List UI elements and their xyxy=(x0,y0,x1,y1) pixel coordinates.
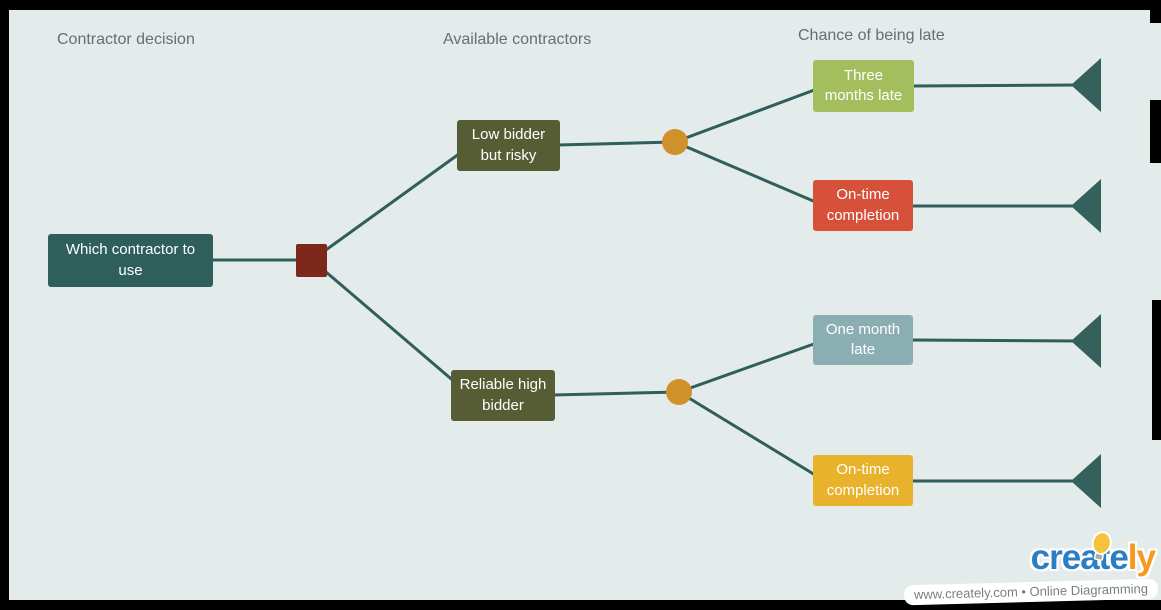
node-three-months-late: Three months late xyxy=(813,60,914,112)
edge-chance2-ontime xyxy=(678,390,826,483)
node-on-time-completion-reliable: On-time completion xyxy=(813,455,913,506)
terminal-triangle-4 xyxy=(1071,454,1101,508)
edge-decision-reliable xyxy=(311,258,471,397)
creately-logo-text-blue: create xyxy=(1030,538,1129,577)
edge-low-chance1 xyxy=(557,140,676,147)
edge-chance1-ontime xyxy=(674,140,826,208)
edge-threemonths-terminal xyxy=(911,83,1079,88)
creately-logo: creately xyxy=(1030,531,1156,578)
terminal-triangle-2 xyxy=(1071,179,1101,233)
lightbulb-icon xyxy=(1091,531,1112,562)
terminal-triangle-3 xyxy=(1071,314,1101,368)
node-on-time-completion-risky: On-time completion xyxy=(813,180,913,231)
chance-node-circle-2 xyxy=(666,379,692,405)
edge-reliable-chance2 xyxy=(552,390,680,397)
column-header-contractor-decision: Contractor decision xyxy=(57,31,195,48)
edge-chance2-onemonth xyxy=(678,338,826,394)
node-one-month-late: One month late xyxy=(813,315,913,365)
creately-logo-text-orange: ly xyxy=(1127,538,1156,577)
creately-tagline: www.creately.com • Online Diagramming xyxy=(903,578,1159,606)
export-edge-artifact xyxy=(1150,10,1161,23)
node-which-contractor-to-use: Which contractor to use xyxy=(48,234,213,287)
edge-onemonth-terminal xyxy=(910,338,1079,343)
edge-chance1-threemonths xyxy=(674,84,826,144)
terminal-triangle-1 xyxy=(1071,58,1101,112)
diagram-canvas xyxy=(9,10,1161,600)
chance-node-circle-1 xyxy=(662,129,688,155)
decision-node-square xyxy=(296,244,327,277)
column-header-available-contractors: Available contractors xyxy=(443,31,592,48)
export-edge-artifact xyxy=(1152,300,1161,440)
node-reliable-high-bidder: Reliable high bidder xyxy=(451,370,555,421)
node-low-bidder-but-risky: Low bidder but risky xyxy=(457,120,560,171)
edge-decision-low xyxy=(311,144,471,262)
column-header-chance-of-being-late: Chance of being late xyxy=(798,27,945,44)
creately-watermark: creately www.creately.com • Online Diagr… xyxy=(901,530,1161,610)
export-edge-artifact xyxy=(1150,100,1161,163)
